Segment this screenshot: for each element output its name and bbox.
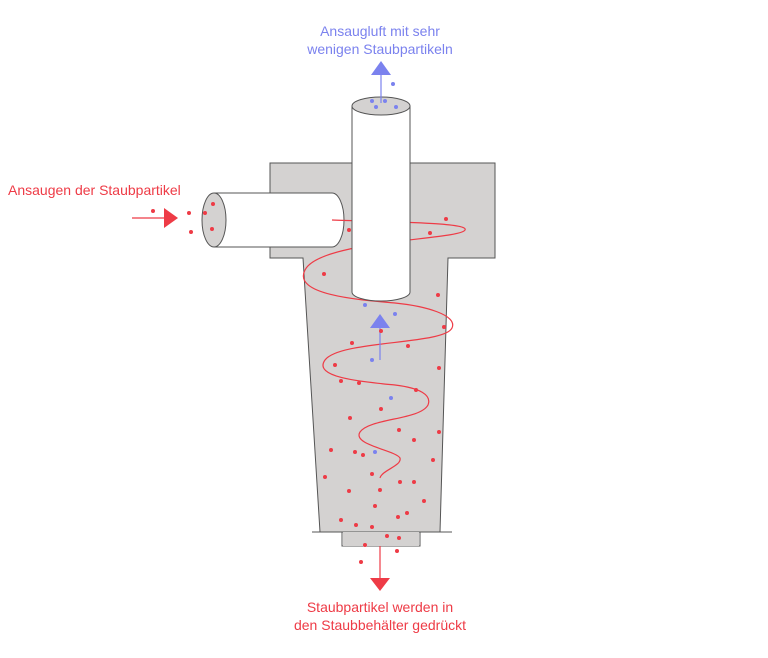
inlet-pipe <box>201 192 345 248</box>
clean-air-arrow-inner <box>370 314 390 360</box>
clean-air-particles <box>363 82 398 454</box>
dust-exit-arrow <box>370 546 390 591</box>
dust-particles <box>151 202 448 564</box>
spiral-path <box>302 219 466 479</box>
inlet-label: Ansaugen der Staubpartikel <box>8 182 181 198</box>
outlet-label: Ansaugluft mit sehr wenigen Staubpartike… <box>307 23 453 57</box>
clean-air-arrow-top <box>371 61 391 103</box>
inlet-arrow <box>132 208 178 228</box>
outlet-tube <box>351 96 411 302</box>
dust-exit-label: Staubpartikel werden in den Staubbehälte… <box>293 599 466 633</box>
